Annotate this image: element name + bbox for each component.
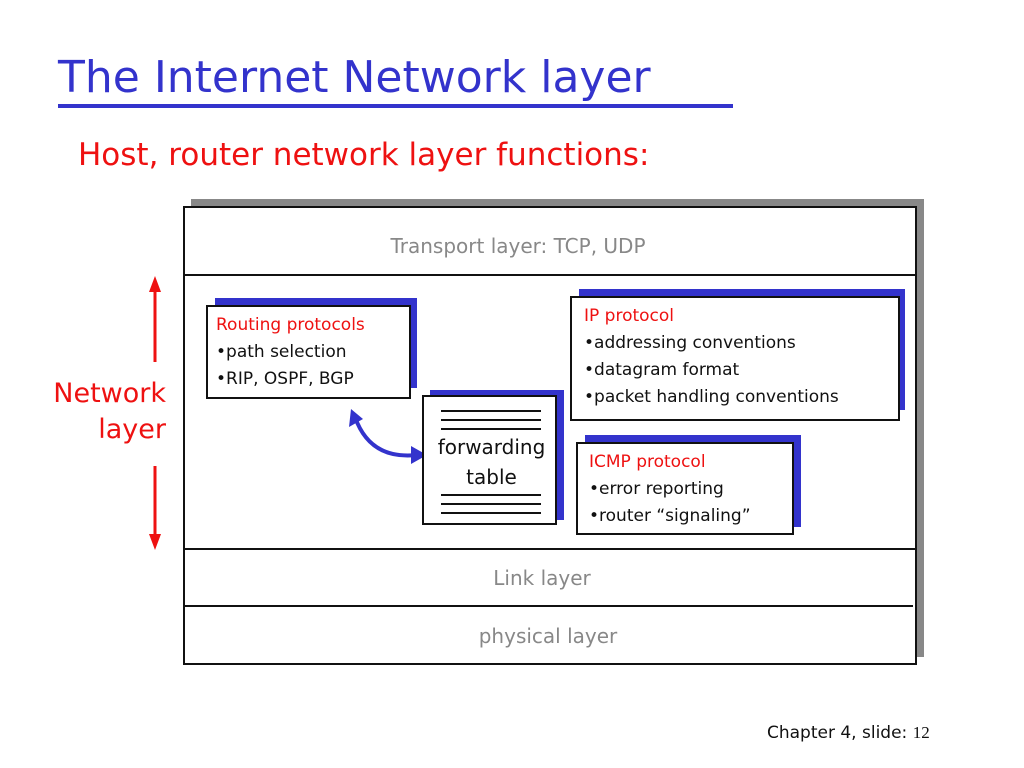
icmp-box-heading: ICMP protocol bbox=[589, 452, 706, 472]
ip-box-item: •datagram format bbox=[584, 360, 740, 380]
routing-to-table-arrow bbox=[349, 409, 427, 464]
table-line bbox=[441, 410, 541, 412]
routing-box-heading: Routing protocols bbox=[216, 315, 365, 335]
table-line bbox=[441, 419, 541, 421]
routing-box-item: •path selection bbox=[216, 342, 347, 362]
icmp-protocol-box: ICMP protocol •error reporting •router “… bbox=[576, 442, 794, 535]
network-layer-label-line2: layer bbox=[98, 414, 166, 445]
physical-divider bbox=[185, 605, 913, 607]
table-line bbox=[441, 512, 541, 514]
forwarding-table-line2: table bbox=[466, 465, 517, 489]
network-layer-label-line1: Network bbox=[53, 378, 166, 409]
table-line bbox=[441, 503, 541, 505]
arrowhead-up-icon bbox=[349, 409, 363, 427]
ip-protocol-box: IP protocol •addressing conventions •dat… bbox=[570, 296, 900, 421]
ip-box-heading: IP protocol bbox=[584, 306, 675, 326]
footer-label: Chapter 4, slide: bbox=[767, 723, 908, 743]
up-arrow-icon bbox=[149, 276, 161, 362]
title-underline bbox=[58, 104, 733, 108]
curved-arrow-icon bbox=[353, 416, 418, 458]
routing-box-item: •RIP, OSPF, BGP bbox=[216, 369, 354, 389]
arrowhead-right-icon bbox=[411, 446, 427, 464]
network-layer-label: Network layer bbox=[53, 376, 166, 448]
slide-number: 12 bbox=[912, 723, 930, 742]
transport-divider bbox=[185, 274, 915, 276]
link-divider bbox=[185, 548, 915, 550]
routing-protocols-box: Routing protocols •path selection •RIP, … bbox=[206, 305, 411, 399]
slide-title: The Internet Network layer bbox=[58, 52, 651, 103]
forwarding-table-line1: forwarding bbox=[437, 435, 546, 459]
transport-layer-label: Transport layer: TCP, UDP bbox=[390, 234, 646, 258]
table-line bbox=[441, 428, 541, 430]
icmp-box-item: •error reporting bbox=[589, 479, 724, 499]
forwarding-table-label: forwarding table bbox=[424, 432, 559, 492]
slide-subtitle: Host, router network layer functions: bbox=[78, 137, 650, 173]
ip-box-item: •packet handling conventions bbox=[584, 387, 839, 407]
forwarding-table: forwarding table bbox=[422, 395, 557, 525]
ip-box-item: •addressing conventions bbox=[584, 333, 796, 353]
table-line bbox=[441, 494, 541, 496]
slide-footer: Chapter 4, slide: 12 bbox=[767, 723, 930, 743]
network-layer-arrows bbox=[149, 276, 161, 550]
icmp-box-item: •router “signaling” bbox=[589, 506, 751, 526]
physical-layer-label: physical layer bbox=[478, 624, 618, 648]
down-arrow-icon bbox=[149, 466, 161, 550]
link-layer-label: Link layer bbox=[493, 566, 591, 590]
